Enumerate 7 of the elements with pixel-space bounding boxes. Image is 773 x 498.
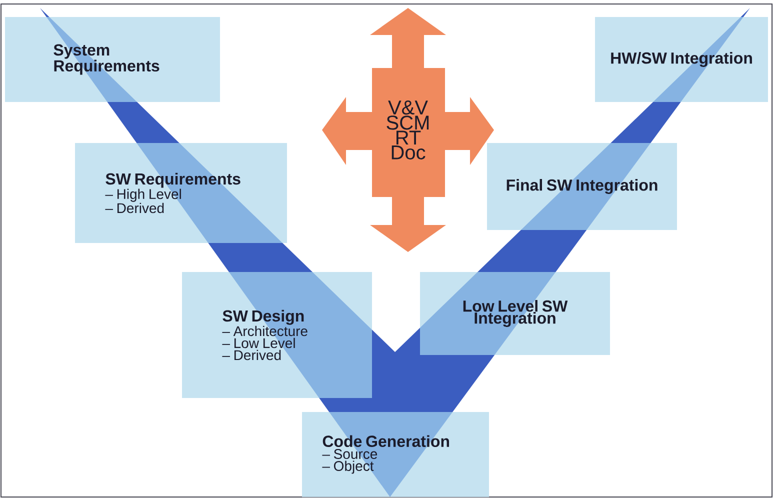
process-box: SW Requirements – High Level – Derived [75, 143, 287, 243]
process-box: Final SW Integration [487, 143, 677, 230]
process-box: System Requirements [5, 17, 220, 102]
process-box: HW/SW Integration [595, 17, 768, 102]
process-box: SW Design – Architecture – Low Level – Derived [182, 272, 372, 398]
process-box: Code Generation – Source – Object [302, 412, 489, 497]
process-box: Low Level SW Integration [420, 272, 610, 355]
